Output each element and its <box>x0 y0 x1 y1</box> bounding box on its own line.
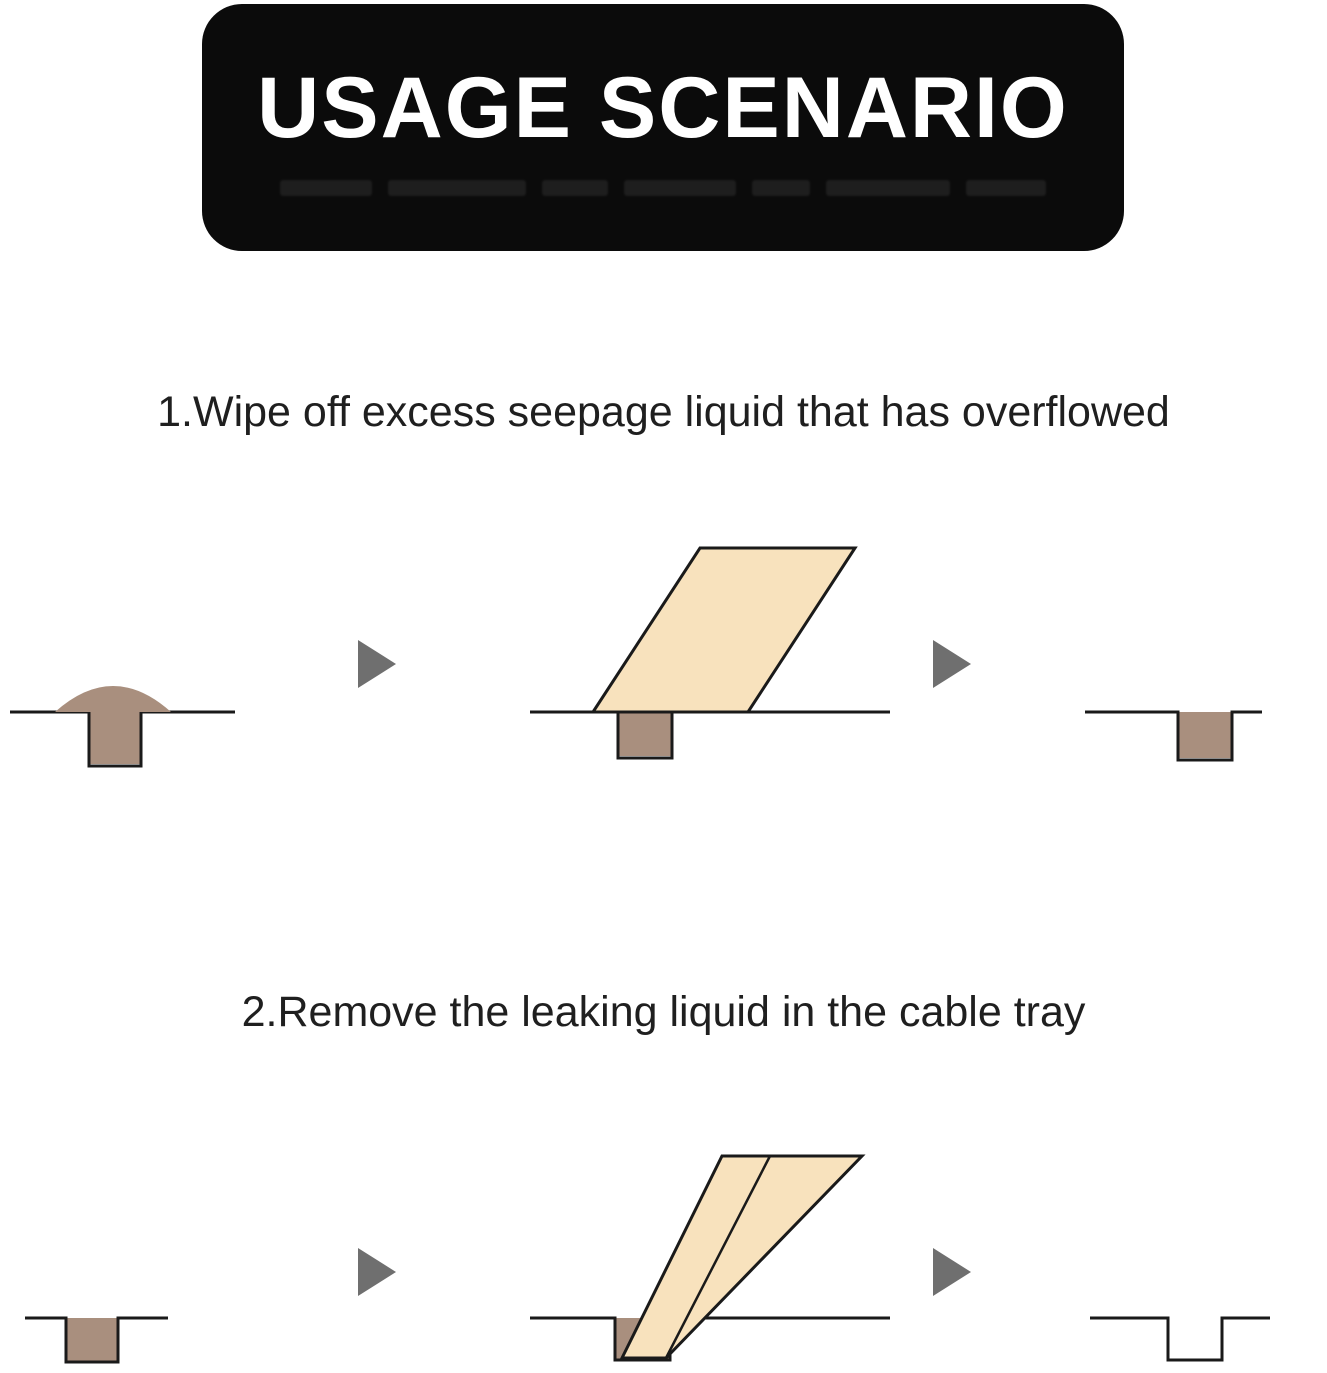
groove-with-liquid <box>25 1316 168 1364</box>
cloth-fold-line <box>664 1155 772 1359</box>
overflow-liquid-dome <box>55 686 171 712</box>
ghost-text-block <box>542 180 608 196</box>
ghost-text-block <box>624 180 736 196</box>
groove-outline <box>1085 710 1262 762</box>
step1-diagram-row <box>10 546 1262 768</box>
groove-outline <box>530 710 890 760</box>
arrow-right-icon <box>933 640 971 688</box>
banner-ghost-text <box>280 180 1046 196</box>
ghost-text-block <box>752 180 810 196</box>
groove-outline <box>530 1316 890 1362</box>
ghost-text-block <box>280 180 372 196</box>
step2-heading: 2.Remove the leaking liquid in the cable… <box>241 988 1086 1036</box>
ghost-text-block <box>826 180 950 196</box>
ghost-text-block <box>966 180 1046 196</box>
cloth-wiping-groove <box>530 546 890 760</box>
absorbing-cloth <box>619 1154 866 1360</box>
groove-empty <box>1090 1316 1270 1362</box>
arrow-right-icon <box>933 1248 971 1296</box>
banner: USAGE SCENARIO <box>202 4 1124 251</box>
arrow-right-icon <box>358 640 396 688</box>
wiping-cloth <box>590 546 858 714</box>
groove-liquid-fill <box>66 1318 118 1362</box>
groove-outline <box>1090 1316 1270 1362</box>
step2-diagram-row <box>25 1154 1270 1364</box>
groove-outline <box>25 1316 168 1364</box>
banner-title: USAGE SCENARIO <box>257 60 1069 156</box>
cloth-inserted-into-groove <box>530 1154 890 1362</box>
groove-liquid-flush <box>1085 710 1262 762</box>
groove-liquid-fill <box>1178 712 1232 758</box>
groove-with-overflow-liquid <box>10 686 235 768</box>
ghost-text-block <box>388 180 526 196</box>
step1-heading: 1.Wipe off excess seepage liquid that ha… <box>157 388 1170 436</box>
groove-liquid-fill <box>618 712 672 756</box>
groove-liquid-fill <box>89 712 141 764</box>
arrow-right-icon <box>358 1248 396 1296</box>
